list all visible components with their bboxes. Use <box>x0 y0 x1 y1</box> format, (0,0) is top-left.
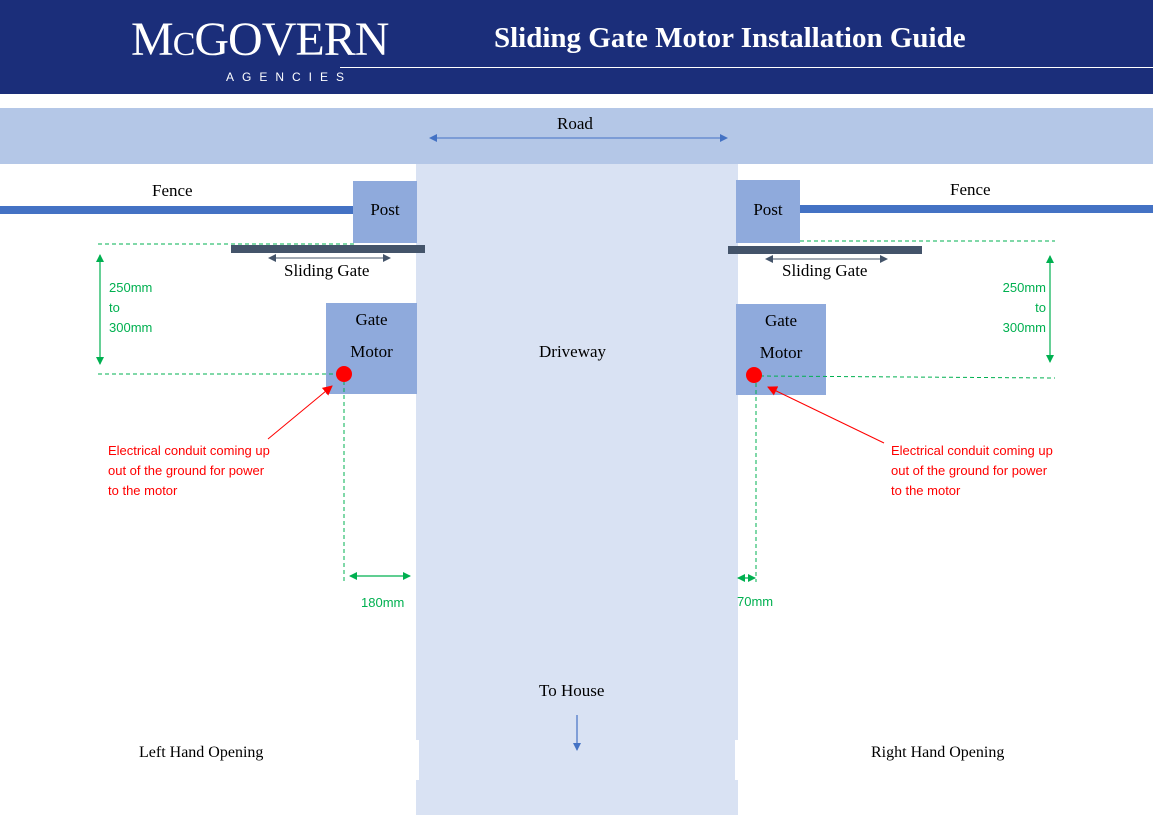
fence-right <box>800 205 1153 213</box>
sliding-gate-label-left: Sliding Gate <box>284 261 370 280</box>
logo-word-govern: GOVERN <box>194 13 389 66</box>
sliding-gate-left <box>231 245 425 253</box>
conduit-note-right: Electrical conduit coming up out of the … <box>891 443 1053 498</box>
logo-letter-c: C <box>172 26 196 63</box>
height-label-left-line2: to <box>109 300 120 315</box>
gate-motor-label-left-line1: Gate <box>355 310 388 329</box>
fence-label-left: Fence <box>152 181 193 200</box>
fence-left <box>0 206 354 214</box>
height-label-left-line1: 250mm <box>109 280 153 295</box>
logo: MCGOVERN <box>131 12 389 73</box>
post-label-left: Post <box>370 200 400 219</box>
gate-motor-label-right-line2: Motor <box>759 343 803 362</box>
conduit-note-left: Electrical conduit coming up out of the … <box>108 443 270 498</box>
offset-label-right: 70mm <box>737 594 774 609</box>
gate-motor-label-right-line1: Gate <box>764 311 798 330</box>
post-label-right: Post <box>753 200 783 219</box>
driveway-area <box>416 164 738 815</box>
gate-motor-label-left-line2: Motor <box>350 342 393 361</box>
sliding-gate-right <box>728 246 922 254</box>
post-right <box>736 180 800 243</box>
guide-right-bottom <box>759 375 1056 379</box>
conduit-pointer-left <box>267 385 333 440</box>
driveway-label: Driveway <box>539 342 607 361</box>
fence-label-right: Fence <box>950 180 991 199</box>
height-label-left-line3: 300mm <box>109 320 153 335</box>
height-label-right-line2: to <box>1035 300 1046 315</box>
page-title: Sliding Gate Motor Installation Guide <box>494 22 966 54</box>
caption-right: Right Hand Opening <box>871 744 1005 761</box>
sliding-gate-label-right: Sliding Gate <box>782 261 868 280</box>
conduit-pointer-right <box>767 386 885 444</box>
caption-left: Left Hand Opening <box>139 744 264 761</box>
height-label-right-line1: 250mm <box>1002 280 1046 295</box>
logo-subtitle: AGENCIES <box>226 70 353 84</box>
header-banner: MCGOVERN AGENCIES Sliding Gate Motor Ins… <box>0 0 1153 94</box>
to-house-label: To House <box>539 681 605 700</box>
conduit-dot-right <box>746 367 762 383</box>
driveway-gap-left <box>416 740 419 780</box>
height-label-right-line3: 300mm <box>1002 320 1046 335</box>
header-divider <box>340 67 1153 68</box>
logo-letter-m: M <box>131 13 174 66</box>
driveway-gap-right <box>735 740 738 780</box>
offset-label-left: 180mm <box>361 595 405 610</box>
road-label: Road <box>557 114 593 133</box>
conduit-dot-left <box>336 366 352 382</box>
post-left <box>353 181 417 243</box>
